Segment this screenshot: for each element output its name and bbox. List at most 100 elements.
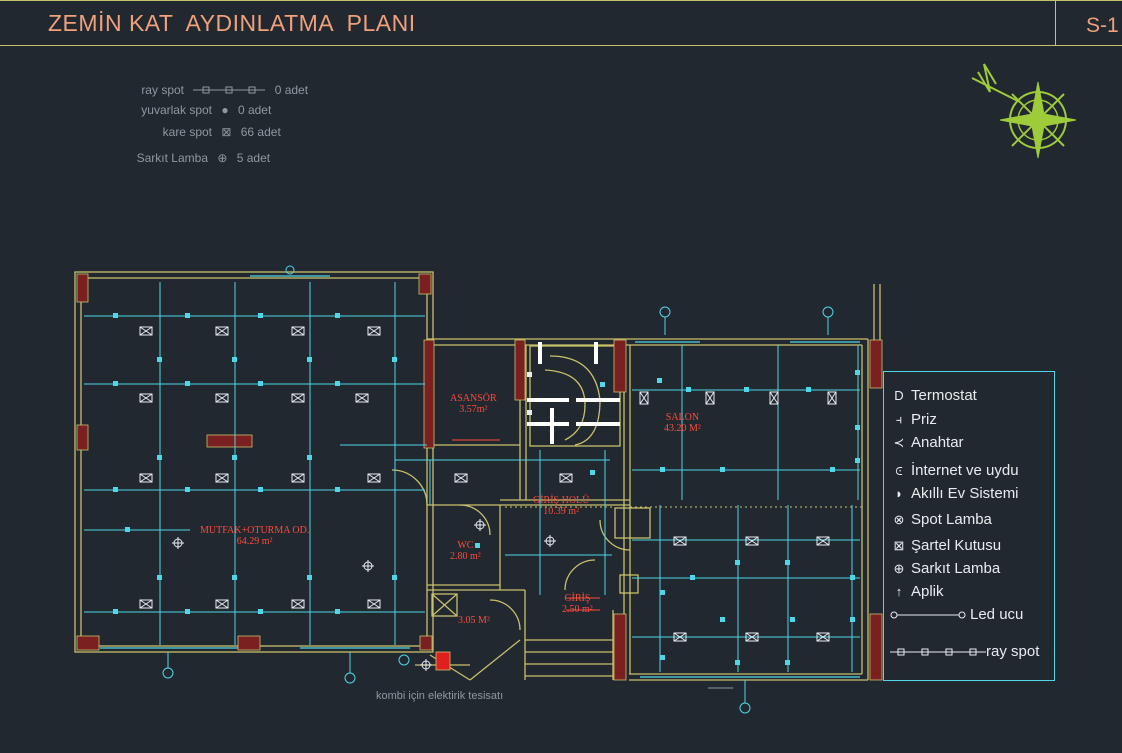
sheet-number: S-1 (1086, 14, 1119, 37)
spot-lamp-icon (559, 473, 573, 483)
pendant-lamp-icon (172, 537, 184, 549)
pendant-lamp-icon: ⊕ (217, 151, 228, 165)
legend-item-thermostat: D Termostat (890, 387, 977, 404)
room-area: 43.20 M² (664, 423, 701, 434)
legend-item-spot-lamp: ⊗ Spot Lamba (890, 511, 992, 528)
room-label-small-room: 3.05 M² (458, 615, 490, 626)
square-spot-icon: ⊠ (221, 125, 232, 139)
pendant-lamp-icon: ⊕ (893, 560, 905, 576)
internet-icon: ⪽ (895, 462, 903, 478)
kombi-note: kombi için elektirik tesisatı (376, 690, 504, 702)
room-name: WC (457, 540, 474, 551)
spot-lamp-icon (673, 536, 687, 546)
switch-box-icon: ⊠ (893, 537, 905, 553)
spot-lamp-icon (816, 632, 830, 642)
legend-label: Akıllı Ev Sistemi (911, 485, 1019, 502)
room-name: GİRİŞ HOLÜ (533, 495, 590, 506)
wall-lamp-icon: ↑ (895, 584, 903, 599)
legend-item-internet: ⪽ İnternet ve uydu (890, 462, 1018, 479)
spot-lamps (139, 326, 837, 642)
quantity-count: 0 adet (274, 83, 309, 97)
spot-lamp-icon (139, 393, 153, 403)
room-name: MUTFAK+OTURMA OD. (200, 525, 310, 536)
quantity-label: yuvarlak spot (141, 103, 212, 117)
spot-lamp-icon (639, 391, 649, 405)
spot-lamp-icon (769, 391, 779, 405)
legend-label: Spot Lamba (911, 511, 992, 528)
room-label-entrance: GİRİŞ 2.50 m² (562, 593, 593, 615)
legend-item-smart-home: ◗ Akıllı Ev Sistemi (890, 485, 1019, 502)
spot-lamp-icon (745, 632, 759, 642)
spot-lamp-icon (367, 473, 381, 483)
spot-lamp-icon (215, 473, 229, 483)
legend-item-socket: ⫞ Priz (890, 411, 937, 428)
spot-lamp-icon (215, 393, 229, 403)
quantity-count: 5 adet (236, 151, 271, 165)
switch-icon: ≺ (893, 434, 905, 450)
socket-icon: ⫞ (895, 411, 903, 427)
north-compass-icon (971, 63, 1077, 159)
door-marks (452, 439, 600, 611)
rail-spot-icon (193, 83, 266, 97)
spot-lamp-icon (291, 599, 305, 609)
legend-label: Şartel Kutusu (911, 537, 1002, 554)
room-area: 2.80 m² (450, 551, 481, 562)
room-label-elevator: ASANSÖR 3.57m² (450, 393, 497, 415)
legend-label: Termostat (911, 387, 977, 404)
spot-lamp-icon (291, 326, 305, 336)
spot-lamp-icon (816, 536, 830, 546)
spot-lamp-icon (367, 326, 381, 336)
spot-lamp-icon (215, 326, 229, 336)
legend-item-led-end: Led ucu (890, 606, 1023, 623)
quantity-label: ray spot (141, 83, 184, 97)
legend-label: Aplik (911, 583, 944, 600)
pendant-lamp-icon (474, 519, 486, 531)
spot-lamp-icon (291, 473, 305, 483)
room-name: ASANSÖR (450, 393, 497, 404)
title-bar: ZEMİN KAT AYDINLATMA PLANI S-1 (0, 0, 1122, 46)
structural-columns (76, 273, 883, 681)
legend-item-pendant-lamp: ⊕ Sarkıt Lamba (890, 560, 1001, 577)
spot-lamp-icon (705, 391, 715, 405)
spot-lamp-icon (139, 326, 153, 336)
pendant-lamp-icon (362, 560, 374, 572)
room-area: 64.29 m² (236, 536, 273, 547)
spot-lamp-icon (367, 599, 381, 609)
room-name: SALON (665, 412, 700, 423)
legend-label: Anahtar (911, 434, 964, 451)
round-spot-icon: ● (221, 103, 229, 117)
room-label-kitchen-living: MUTFAK+OTURMA OD. 64.29 m² (200, 525, 309, 547)
legend-item-wall-lamp: ↑ Aplik (890, 583, 944, 600)
smart-home-icon: ◗ (895, 486, 903, 501)
sheet-number-box: S-1 (1055, 1, 1122, 46)
room-label-wc: WC 2.80 m² (450, 540, 481, 562)
spot-lamp-icon (745, 536, 759, 546)
room-area: 10.39 m² (543, 506, 580, 517)
legend-label: Sarkıt Lamba (911, 560, 1001, 577)
wall-outline (74, 271, 881, 681)
room-area: 3.05 M² (458, 615, 490, 626)
spot-lamp-icon (673, 632, 687, 642)
spot-lamp-icon: ⊗ (893, 511, 905, 527)
legend-item-switch: ≺ Anahtar (890, 434, 964, 451)
quantity-label: Sarkıt Lamba (136, 151, 208, 165)
led-end-icon (890, 611, 966, 618)
stair-treads (527, 342, 620, 444)
lighting-wiring (84, 282, 862, 672)
spot-lamp-icon (454, 473, 468, 483)
room-label-salon: SALON 43.20 M² (664, 412, 701, 434)
pendant-lamp-icon (420, 659, 432, 671)
spot-lamp-icon (291, 393, 305, 403)
room-area: 2.50 m² (562, 604, 593, 615)
quantity-row-rail-spot: ray spot 0 adet (96, 83, 308, 97)
spot-lamp-icon (139, 599, 153, 609)
legend-item-switch-box: ⊠ Şartel Kutusu (890, 537, 1002, 554)
quantity-label: kare spot (162, 125, 212, 139)
quantity-row-square-spot: kare spot ⊠ 66 adet (96, 125, 281, 139)
quantity-row-round-spot: yuvarlak spot ● 0 adet (96, 103, 271, 117)
room-label-entrance-hall: GİRİŞ HOLÜ 10.39 m² (533, 495, 589, 517)
sheet-title: ZEMİN KAT AYDINLATMA PLANI (48, 10, 416, 36)
quantity-row-pendant-lamp: Sarkıt Lamba ⊕ 5 adet (96, 151, 271, 165)
spot-lamp-icon (355, 393, 369, 403)
